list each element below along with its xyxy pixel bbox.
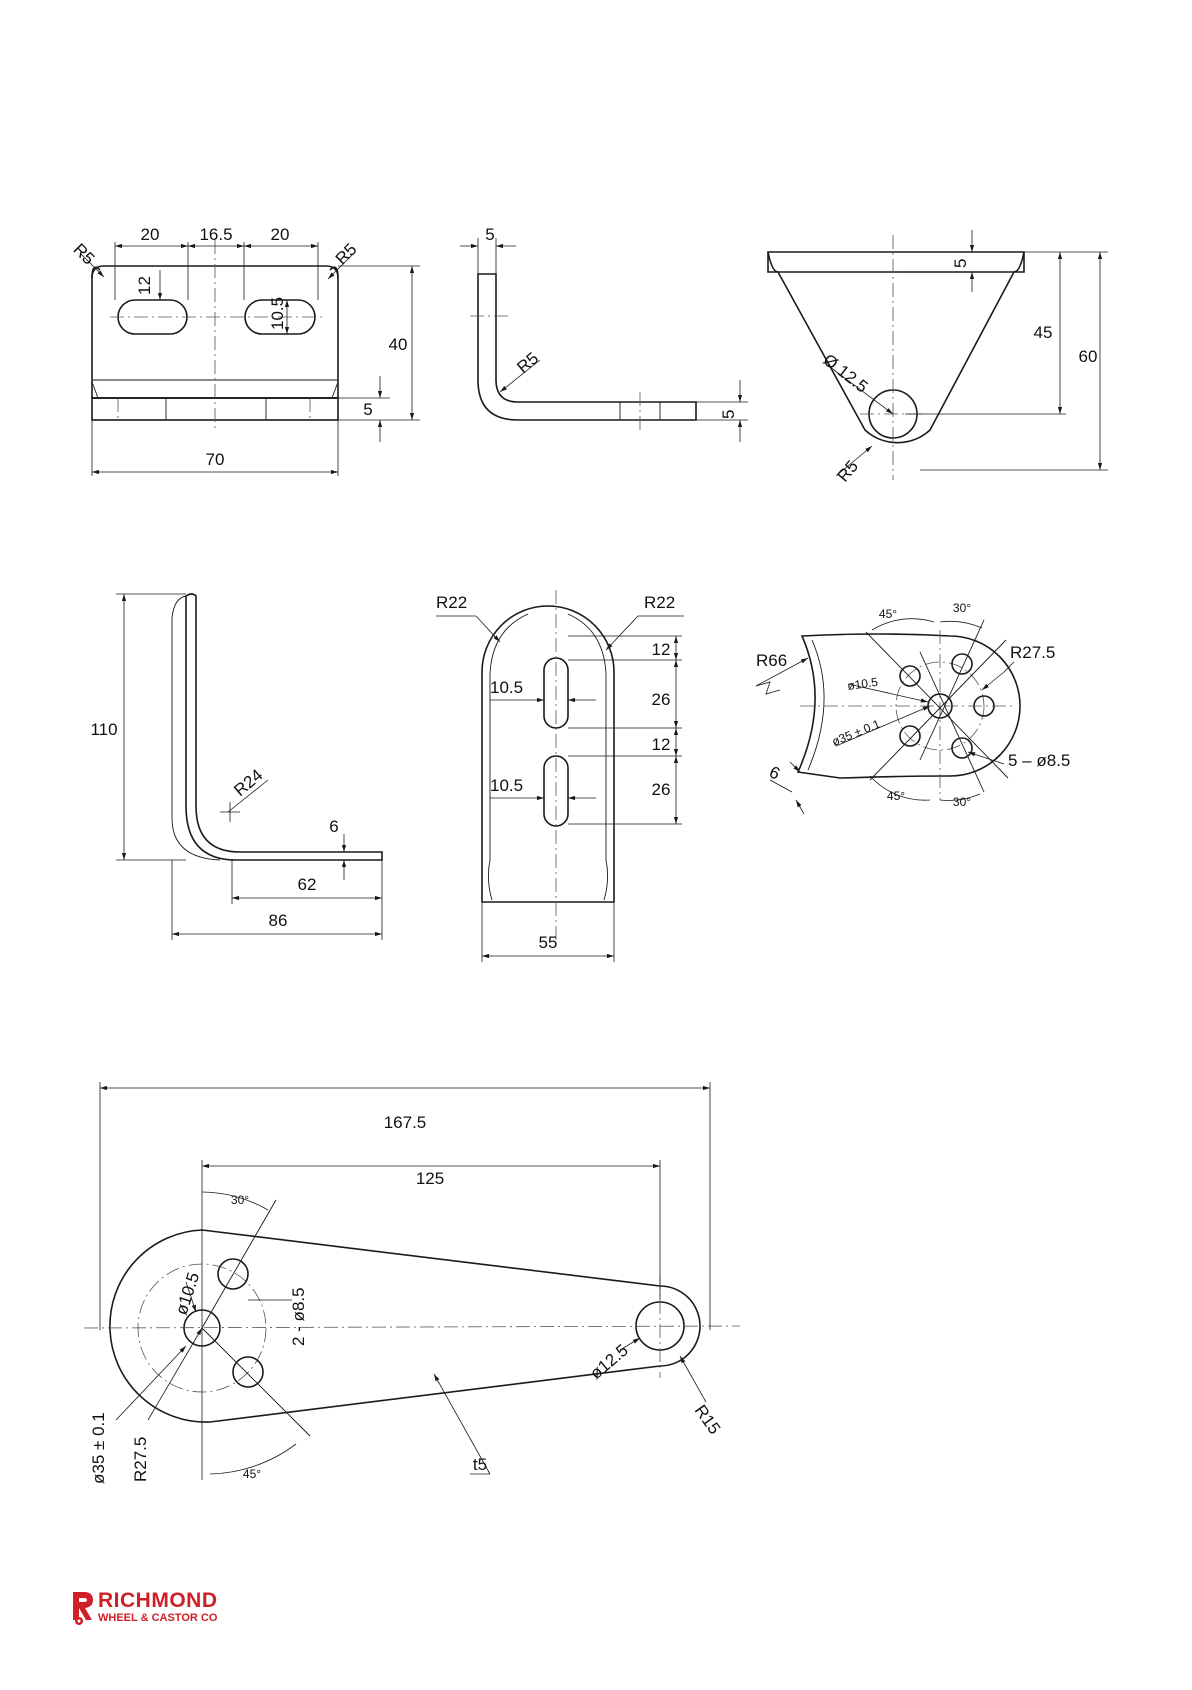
dim-r24: R24 [230,765,266,800]
dim-5-top: 5 [485,225,494,244]
dim-r5-left: R5 [69,240,98,269]
dim-5-thick: 5 [363,400,372,419]
view1-plate-front: 20 16.5 20 12 10.5 R5 R5 40 5 70 [69,225,420,476]
dim-167-5: 167.5 [384,1113,427,1132]
view3-tapered-plate: 5 45 60 Ø 12.5 R5 [768,230,1108,486]
dim-pcd-35-arm: ø35 ± 0.1 [89,1412,108,1484]
dim-45-bot: 45° [887,789,905,803]
dim-5-holes: 5 – ø8.5 [1008,751,1070,770]
view2-plate-side: 5 R5 5 [460,225,748,442]
dim-55: 55 [539,933,558,952]
dim-12-top: 12 [652,640,671,659]
dim-12-mid: 12 [652,735,671,754]
dim-slot-12: 12 [135,276,154,295]
dim-110: 110 [90,720,117,739]
dim-r22-right: R22 [644,593,675,612]
dim-20-left: 20 [141,225,160,244]
dim-r66: R66 [756,651,787,670]
logo-subtitle: WHEEL & CASTOR CO [98,1612,217,1624]
dim-5-flange: 5 [951,259,970,268]
dim-dia-12-5: Ø 12.5 [820,350,872,396]
dim-86: 86 [269,911,288,930]
dim-r5-right: R5 [332,240,361,269]
dim-r15: R15 [691,1401,724,1437]
dim-62: 62 [298,875,317,894]
dim-r5-bend: R5 [513,349,542,378]
r-wheel-logo-icon [70,1590,96,1626]
dim-45-arm: 45° [243,1467,261,1481]
dim-r27-5-arm: R27.5 [131,1437,150,1482]
dim-26-bot: 26 [652,780,671,799]
dim-r27-5: R27.5 [1010,643,1055,662]
dim-slot-10-5: 10.5 [268,297,287,330]
view4-l-bracket-side: 110 R24 6 62 86 [90,594,382,940]
dim-slot-10-5-bot: 10.5 [490,776,523,795]
dim-30-bot: 30° [953,795,971,809]
dim-30-arm: 30° [231,1193,249,1207]
dim-t5: t5 [473,1455,487,1474]
view5-upright-front: 12 26 12 26 10.5 10.5 R22 R22 55 [436,590,684,962]
dim-6-thick: 6 [329,817,338,836]
dim-30-top: 30° [953,601,971,615]
dim-slot-10-5-top: 10.5 [490,678,523,697]
dim-70: 70 [206,450,225,469]
richmond-logo: RICHMOND WHEEL & CASTOR CO [70,1590,270,1630]
dim-2-holes: 2 - ø8.5 [289,1287,308,1346]
dim-16-5: 16.5 [199,225,232,244]
dim-pcd-35: ø35 ± 0.1 [830,717,882,749]
dim-r5-nose: R5 [834,457,863,486]
dim-26-top: 26 [652,690,671,709]
dim-5-flange: 5 [719,410,738,419]
logo-wordmark: RICHMOND [98,1590,218,1612]
dim-60: 60 [1079,347,1098,366]
dim-6-thick: 6 [766,762,783,783]
dim-40: 40 [389,335,408,354]
dim-20-right: 20 [271,225,290,244]
dim-r22-left: R22 [436,593,467,612]
view7-swing-arm-plate: 167.5 125 30° ø10.5 2 - ø8.5 ø12.5 R15 ø… [84,1082,740,1484]
view6-curved-plate: R66 45° 30° R27.5 ø10.5 ø35 ± 0.1 5 – ø8… [756,601,1070,814]
dim-45-top: 45° [879,607,897,621]
dim-125: 125 [416,1169,444,1188]
dim-45: 45 [1034,323,1053,342]
